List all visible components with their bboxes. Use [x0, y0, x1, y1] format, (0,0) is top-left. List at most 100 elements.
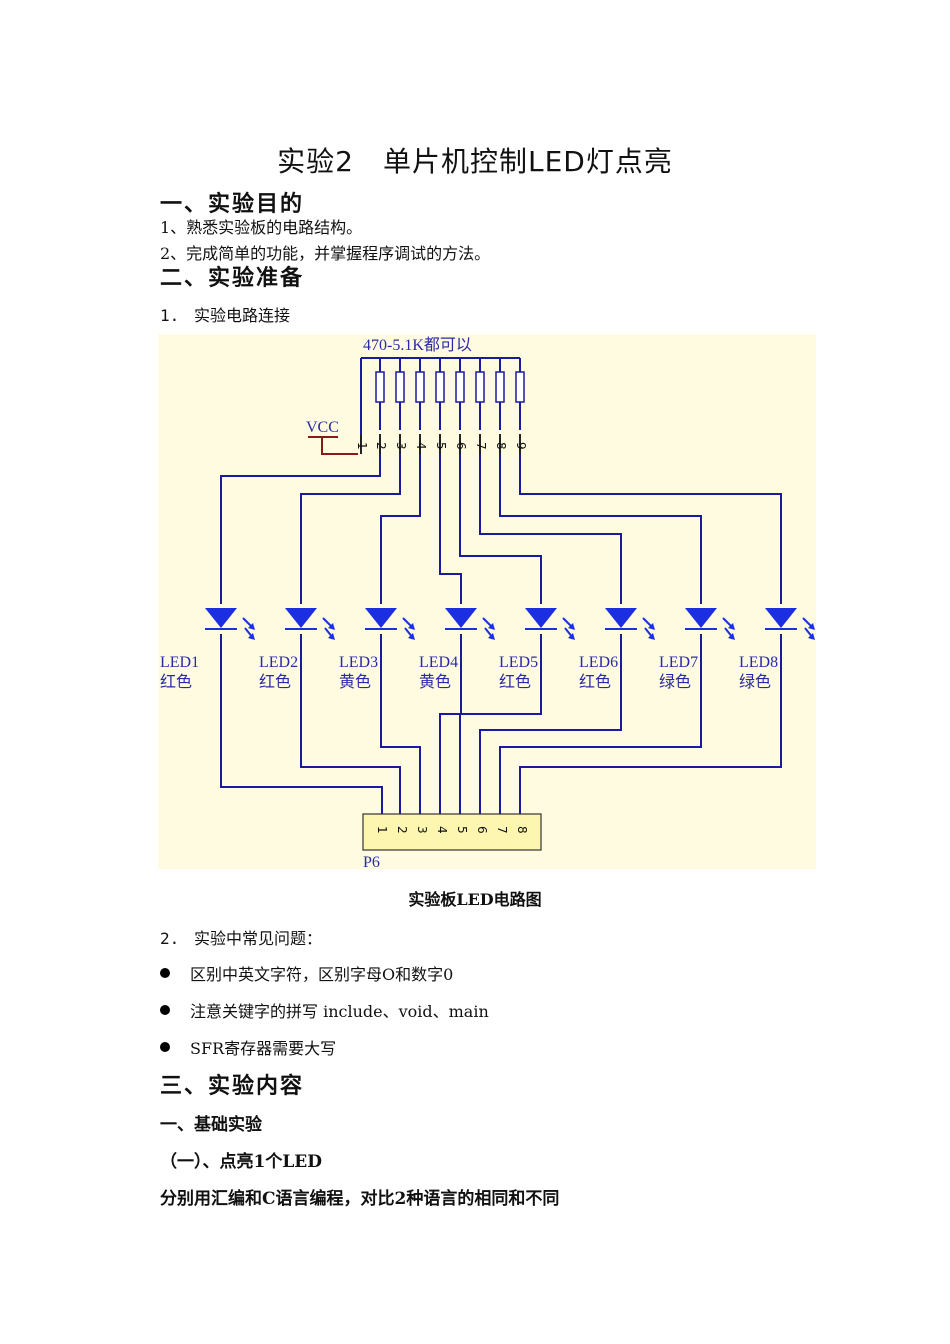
- led-cathode-wire: [439, 634, 462, 814]
- led-arrow-head: [488, 623, 495, 630]
- led-arrow-head: [408, 633, 415, 640]
- led-arrow-head: [808, 633, 815, 640]
- led-name-label: LED4: [419, 654, 458, 671]
- bullet-dot: [160, 1005, 170, 1015]
- led-name-label: LED6: [579, 654, 618, 671]
- led-arrow-head: [328, 623, 335, 630]
- step-1-number: 1.: [160, 306, 180, 325]
- header-pin-number: 8: [494, 442, 508, 450]
- resistor: [375, 371, 385, 403]
- led-cathode-wire: [499, 634, 702, 814]
- led-name-label: LED1: [160, 654, 199, 671]
- header-pin-number: 6: [454, 442, 468, 450]
- led-name-label: LED3: [339, 654, 378, 671]
- page-title: 实验2 单片机控制LED灯点亮: [277, 145, 673, 178]
- connector-pin-number: 6: [475, 826, 489, 834]
- led-cathode-wire: [220, 634, 383, 814]
- connector-name-label: P6: [363, 854, 380, 869]
- task-text: 分别用汇编和C语言编程，对比2种语言的相同和不同: [160, 1189, 560, 1209]
- step-1: 1. 实验电路连接: [160, 302, 290, 326]
- led-color-label: 绿色: [739, 673, 771, 691]
- header-pin-number: 2: [374, 442, 388, 450]
- connector-p6: [362, 813, 542, 851]
- header-pin-number: 1: [355, 442, 369, 450]
- led-name-label: LED5: [499, 654, 538, 671]
- objective-item-1: 1、熟悉实验板的电路结构。: [160, 218, 363, 237]
- led-diode-icon: [365, 608, 397, 628]
- vcc-label: VCC: [306, 419, 339, 436]
- led-arrow-head: [568, 623, 575, 630]
- resistor: [495, 371, 505, 403]
- led-anode-wire: [380, 454, 421, 604]
- connector-pin-number: 8: [515, 826, 529, 834]
- led-color-label: 红色: [579, 673, 611, 691]
- led-color-label: 黄色: [419, 673, 451, 691]
- led-color-label: 红色: [160, 673, 192, 691]
- led-cathode-wire: [479, 634, 622, 814]
- bullet-item: SFR寄存器需要大写: [160, 1035, 336, 1059]
- led-anode-wire: [479, 454, 622, 604]
- led-arrow-head: [648, 623, 655, 630]
- bullet-text: 区别中英文字符，区别字母O和数字0: [190, 965, 454, 984]
- led-anode-wire: [499, 454, 702, 604]
- connector-pin-number: 5: [455, 826, 469, 834]
- led-diode-icon: [285, 608, 317, 628]
- resistor: [435, 371, 445, 403]
- header-pin-number: 4: [414, 442, 428, 450]
- header-pin-number: 9: [514, 442, 528, 450]
- objective-item-2: 2、完成简单的功能，并掌握程序调试的方法。: [160, 244, 491, 263]
- bullet-item: 注意关键字的拼写 include、void、main: [160, 998, 489, 1022]
- led-anode-wire: [439, 454, 462, 604]
- led-arrow-head: [728, 633, 735, 640]
- header-pin-number: 5: [434, 442, 448, 450]
- led-arrow-head: [568, 633, 575, 640]
- led-arrow-head: [328, 633, 335, 640]
- header-pin-number: 3: [394, 442, 408, 450]
- section-heading-3: 三、实验内容: [160, 1073, 305, 1099]
- led-anode-wire: [459, 454, 542, 604]
- figure-caption: 实验板LED电路图: [408, 890, 542, 909]
- led-cathode-wire: [459, 634, 542, 814]
- led-color-label: 红色: [499, 673, 531, 691]
- resistor: [455, 371, 465, 403]
- led-name-label: LED7: [659, 654, 698, 671]
- led-cathode-wire: [380, 634, 421, 814]
- led-color-label: 黄色: [339, 673, 371, 691]
- led-diode-icon: [445, 608, 477, 628]
- led-cathode-wire: [519, 634, 782, 814]
- led-arrow-head: [248, 633, 255, 640]
- led-arrow-head: [488, 633, 495, 640]
- led-color-label: 红色: [259, 673, 291, 691]
- led-color-label: 绿色: [659, 673, 691, 691]
- led-diode-icon: [685, 608, 717, 628]
- led-name-label: LED8: [739, 654, 778, 671]
- section-heading-1: 一、实验目的: [160, 191, 305, 217]
- step-2: 2. 实验中常见问题：: [160, 925, 322, 949]
- step-2-text: 实验中常见问题：: [194, 929, 323, 948]
- bullet-dot: [160, 968, 170, 978]
- bullet-text: SFR寄存器需要大写: [190, 1039, 337, 1058]
- led-cathode-wire: [300, 634, 401, 814]
- led-arrow-head: [728, 623, 735, 630]
- led-arrow-head: [248, 623, 255, 630]
- led-anode-wire: [300, 454, 401, 604]
- step-1-text: 实验电路连接: [194, 306, 291, 325]
- connector-pin-number: 1: [375, 826, 389, 834]
- bullet-text: 注意关键字的拼写 include、void、main: [190, 1002, 489, 1021]
- header-pin-number: 7: [474, 442, 488, 450]
- led-arrow-head: [808, 623, 815, 630]
- connector-pin-number: 7: [495, 826, 509, 834]
- resistor: [395, 371, 405, 403]
- led-diode-icon: [525, 608, 557, 628]
- step-2-number: 2.: [160, 929, 180, 948]
- led-anode-wire: [220, 454, 381, 604]
- vcc-wire: [321, 437, 358, 455]
- led-diode-icon: [765, 608, 797, 628]
- led-arrow-head: [408, 623, 415, 630]
- connector-pin-number: 4: [435, 826, 449, 834]
- resistor: [475, 371, 485, 403]
- led-anode-wire: [519, 454, 782, 604]
- led-diode-icon: [205, 608, 237, 628]
